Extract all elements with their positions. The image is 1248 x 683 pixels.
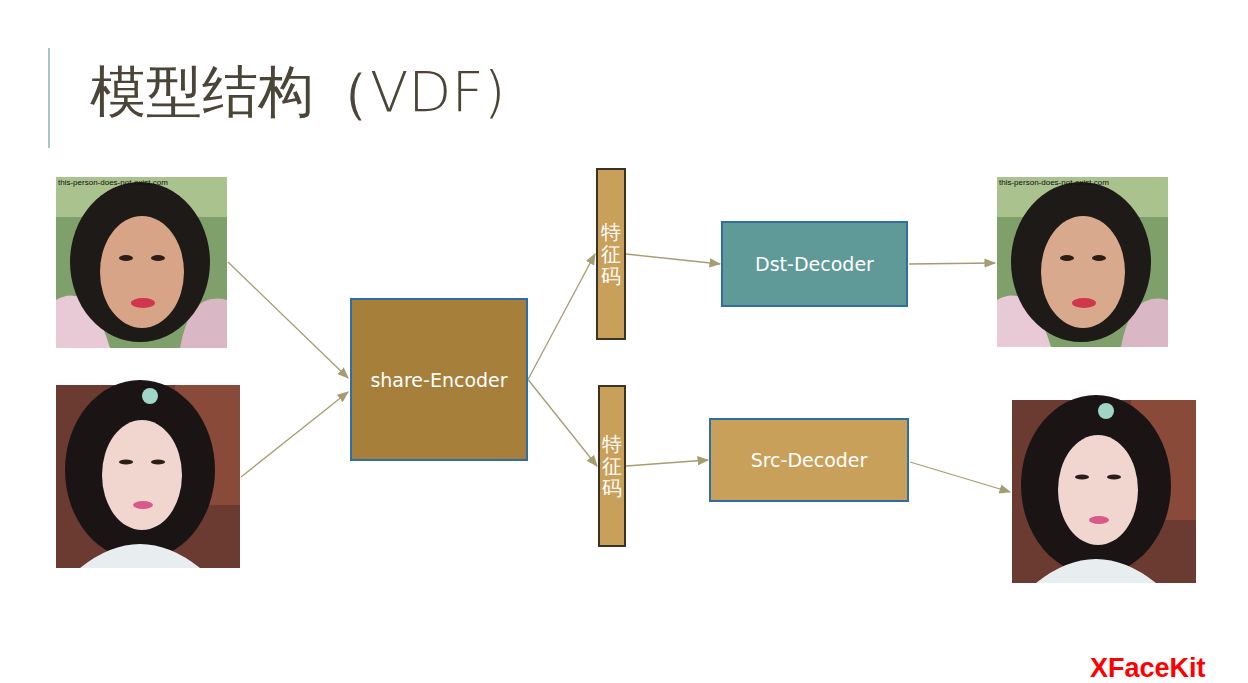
face-photo: [131, 298, 155, 308]
face-photo: [151, 460, 165, 465]
flow-arrow: [626, 460, 708, 466]
face-photo: [1036, 559, 1156, 583]
encoder-box: share-Encoder: [350, 298, 528, 461]
input-arrow: [241, 392, 348, 477]
face-photo: [102, 420, 182, 530]
face-photo: [133, 501, 153, 509]
face-photo: [1098, 403, 1114, 419]
face-photo: [70, 182, 210, 342]
face-photo: [119, 255, 133, 261]
face-photo: [151, 255, 165, 261]
face-photo: [1021, 395, 1171, 575]
title-bar: [48, 48, 50, 148]
face-photo: [997, 177, 1168, 347]
feature-code-box: 特征码: [596, 168, 626, 340]
face-photo: [65, 380, 215, 560]
face-photo: [1012, 395, 1196, 583]
face-photo: [997, 177, 1168, 347]
node-text: 特征码: [601, 221, 621, 287]
node-text: 特征码: [602, 433, 622, 499]
node-text: Dst-Decoder: [755, 253, 874, 275]
face-photo: [1072, 298, 1096, 308]
brand-logo: XFaceKit: [1090, 655, 1206, 682]
feature-code-box: 特征码: [598, 385, 626, 547]
input-arrow: [228, 262, 348, 378]
decoder-box: Src-Decoder: [709, 418, 909, 502]
face-photo: [1075, 475, 1089, 480]
face-photo: [1089, 516, 1109, 524]
face-photo: [119, 460, 133, 465]
flow-arrow: [626, 254, 720, 264]
face-photo: [142, 388, 158, 404]
watermark: this-person-does-not-exist.com: [999, 179, 1109, 187]
face-photo: [1058, 435, 1138, 545]
slide-title: 模型结构（VDF): [90, 58, 506, 125]
face-photo: [56, 177, 227, 348]
face-photo: [1092, 255, 1106, 261]
face-photo: [56, 177, 227, 348]
face-photo: [100, 216, 184, 328]
face-photo: [1107, 475, 1121, 480]
decoder-box: Dst-Decoder: [721, 221, 908, 307]
input-arrow: [909, 263, 995, 264]
flow-arrow: [528, 254, 595, 380]
input-arrow: [910, 462, 1010, 492]
flow-arrow: [528, 380, 597, 467]
node-text: share-Encoder: [370, 369, 507, 391]
face-photo: [1011, 182, 1151, 342]
face-photo: [56, 380, 240, 568]
face-photo: [80, 544, 200, 568]
face-photo: [1060, 255, 1074, 261]
node-text: Src-Decoder: [751, 449, 868, 471]
watermark: this-person-does-not-exist.com: [58, 179, 168, 187]
face-photo: [1041, 216, 1125, 328]
